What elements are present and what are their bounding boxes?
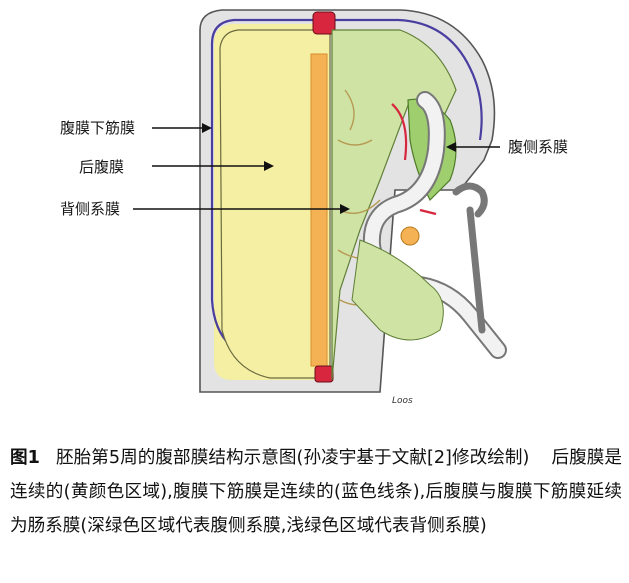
transversalis-fascia-line	[210, 18, 483, 141]
aorta-top	[312, 11, 336, 35]
red-vessel	[391, 103, 437, 216]
label-transversalis-fascia: 腹膜下筋膜	[60, 119, 136, 137]
liver-bud	[400, 226, 420, 246]
figure-caption: 图1 胚胎第5周的腹部膜结构示意图(孙凌宇基于文献[2]修改绘制)后腹膜是连续的(…	[10, 441, 622, 543]
retroperitoneum-panel	[219, 29, 331, 379]
abdominal-membrane-diagram	[133, 9, 507, 393]
label-dorsal-mesentery: 背侧系膜	[60, 200, 121, 218]
figure-number: 图1	[10, 448, 40, 468]
aorta-bottom	[314, 365, 334, 383]
dorsal-mesentery-region	[331, 29, 457, 381]
arrow-ventral-mesentery	[446, 142, 500, 152]
caption-description: 后腹膜是连续的(黄颜色区域),腹膜下筋膜是连续的(蓝色线条),后腹膜与腹膜下筋膜…	[10, 448, 622, 536]
cord-structure	[310, 53, 328, 367]
arrow-peritoneum	[152, 161, 274, 171]
arrow-transversalis	[152, 123, 212, 133]
artist-signature: Loos	[392, 396, 413, 406]
label-retroperitoneum: 后腹膜	[79, 158, 125, 176]
label-ventral-mesentery: 腹侧系膜	[508, 138, 569, 156]
umbilical-loops	[452, 182, 488, 334]
arrow-dorsal-mesentery	[133, 204, 350, 214]
caption-title: 胚胎第5周的腹部膜结构示意图(孙凌宇基于文献[2]修改绘制)	[55, 448, 530, 468]
lower-mesentery-lobe	[351, 239, 444, 341]
